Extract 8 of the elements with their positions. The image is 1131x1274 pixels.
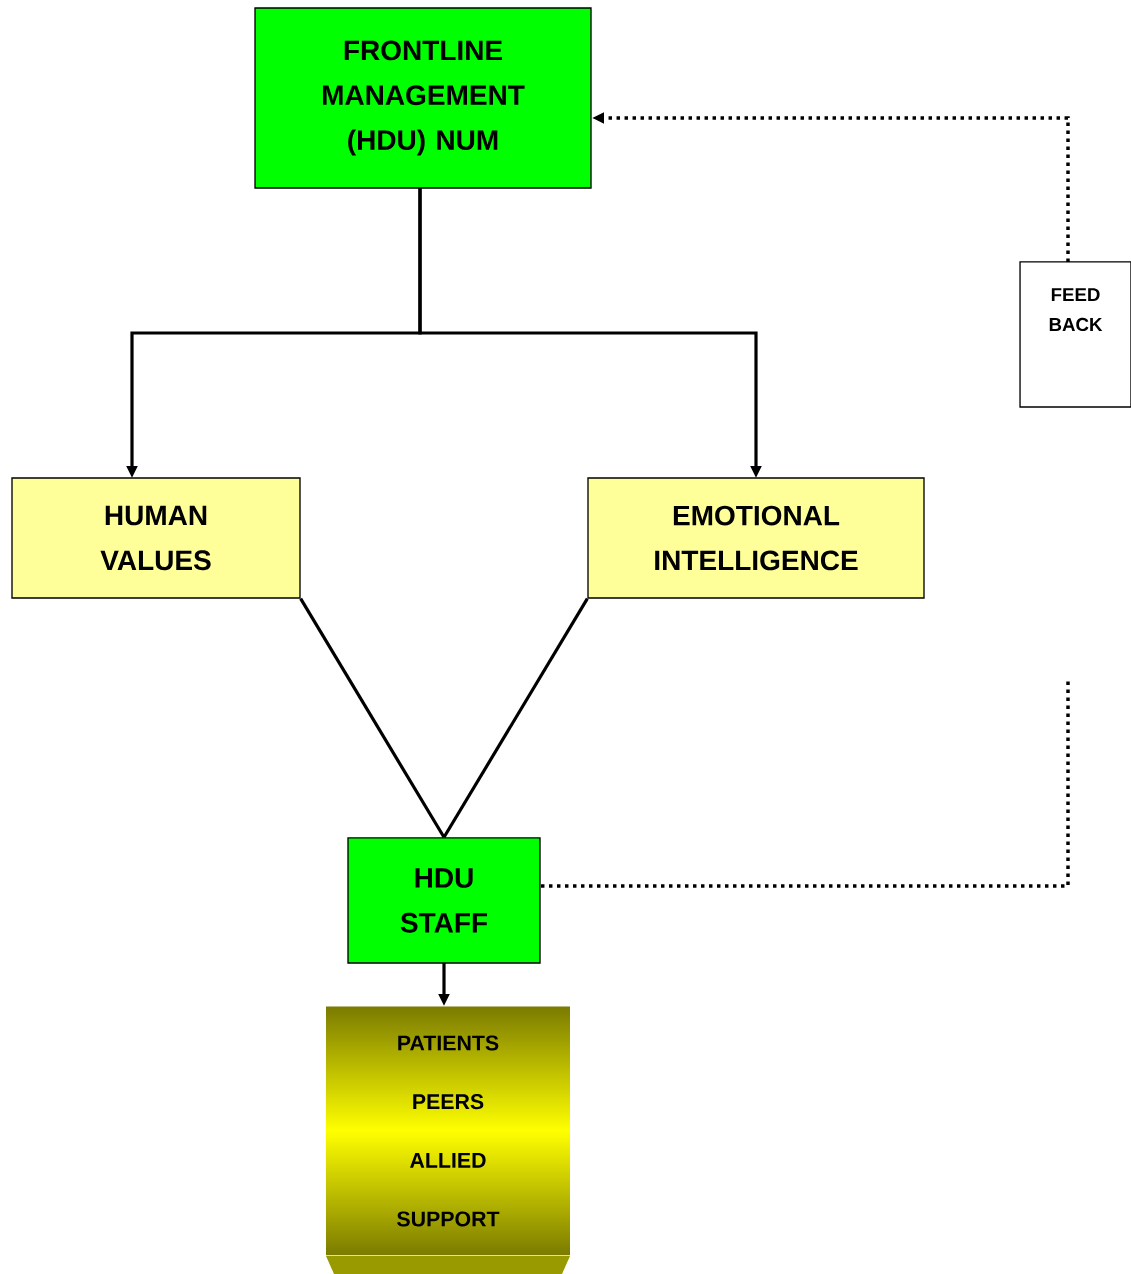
feedback-box: FEED BACK	[1019, 261, 1131, 408]
connector-line	[299, 597, 446, 839]
connector-line	[442, 597, 589, 839]
value-box: HUMAN VALUES	[11, 477, 301, 599]
stakeholder-box: PATIENTS PEERS ALLIED SUPPORT	[326, 1006, 570, 1274]
staff-box: HDU STAFF	[347, 837, 541, 964]
management-box: FRONTLINE MANAGEMENT (HDU) NUM	[254, 7, 592, 189]
value-box: EMOTIONAL INTELLIGENCE	[587, 477, 925, 599]
